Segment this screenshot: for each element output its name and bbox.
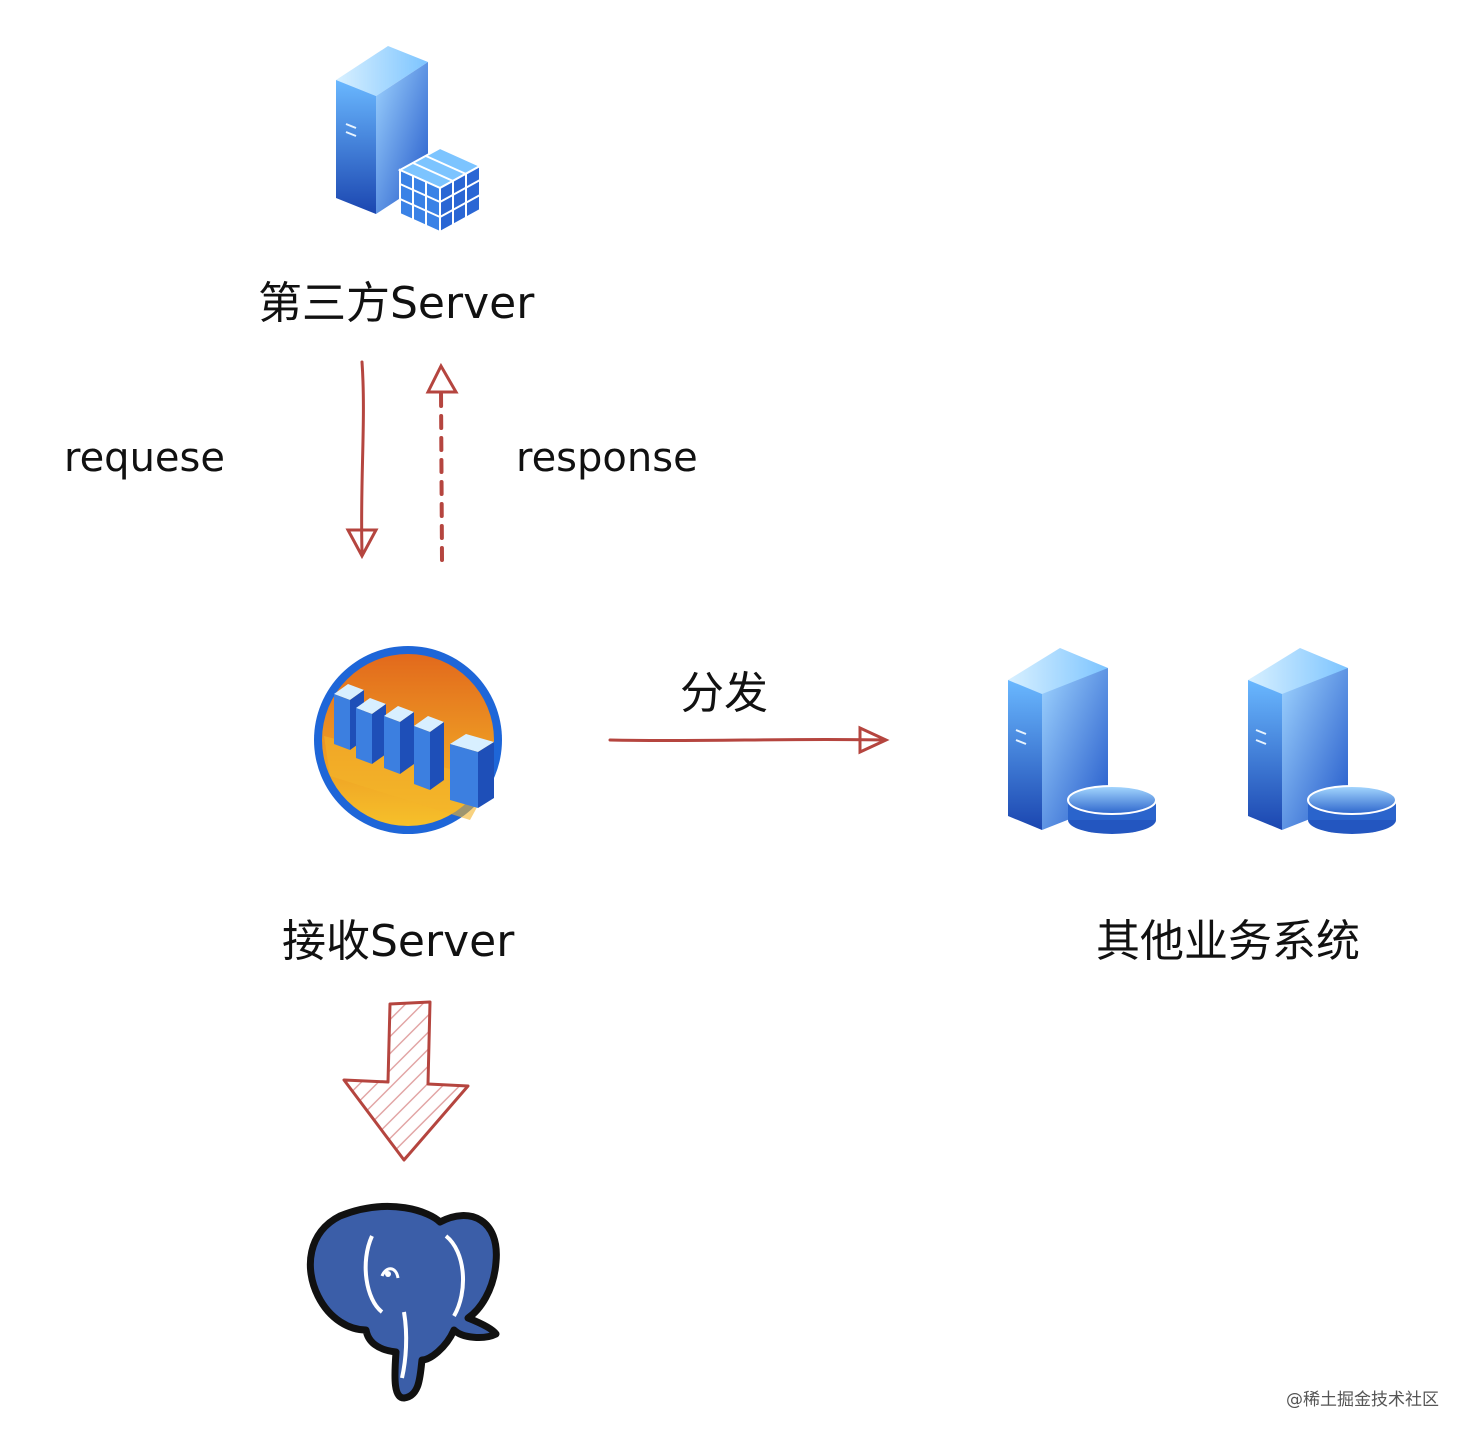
request-arrow	[345, 360, 379, 560]
response-arrow	[425, 362, 459, 562]
request-label: requese	[64, 435, 225, 481]
server-grid-icon	[336, 46, 483, 234]
receive-server-label: 接收Server	[282, 916, 515, 967]
watermark: @稀土掘金技术社区	[1286, 1390, 1439, 1410]
response-label: response	[516, 435, 698, 481]
distribute-label: 分发	[680, 668, 768, 719]
server-cluster-icon	[314, 646, 502, 834]
server-database-icon	[1248, 648, 1397, 834]
other-systems-label: 其他业务系统	[1096, 916, 1360, 967]
distribute-arrow	[608, 725, 890, 755]
server-database-icon	[1008, 648, 1157, 834]
store-arrow	[342, 1000, 470, 1162]
third-party-server-label: 第三方Server	[258, 278, 535, 329]
postgresql-elephant-icon	[306, 1202, 500, 1402]
